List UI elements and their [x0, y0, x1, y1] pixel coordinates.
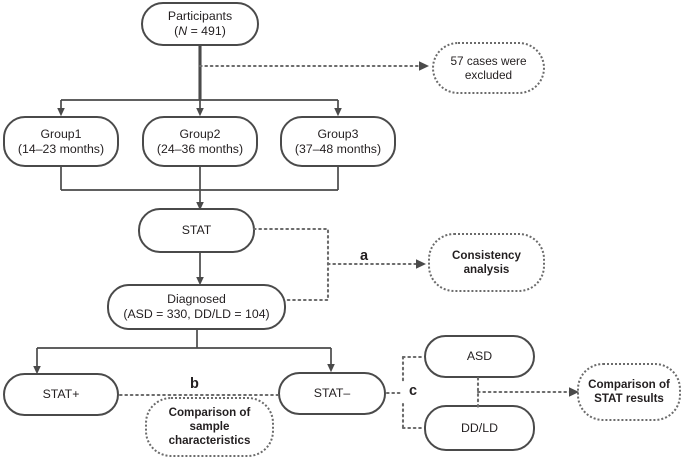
group2-line2: (24–36 months)	[156, 141, 244, 156]
ddld-label: DD/LD	[461, 420, 498, 435]
node-diagnosed[interactable]: Diagnosed (ASD = 330, DD/LD = 104)	[107, 284, 286, 330]
diagnosed-line1: Diagnosed	[167, 292, 226, 306]
node-group1[interactable]: Group1 (14–23 months)	[3, 116, 119, 167]
consistency-line1: Consistency	[452, 248, 521, 262]
node-group2[interactable]: Group2 (24–36 months)	[142, 116, 258, 167]
comparison-sample-line3: characteristics	[168, 434, 251, 447]
comparison-results-line2: STAT results	[594, 392, 664, 405]
node-asd[interactable]: ASD	[424, 335, 535, 378]
stat-plus-label: STAT+	[42, 387, 80, 401]
group2-line1: Group2	[179, 126, 221, 141]
node-stat-minus[interactable]: STAT–	[278, 372, 386, 415]
consistency-line2: analysis	[463, 262, 510, 276]
diagnosed-line2: (ASD = 330, DD/LD = 104)	[123, 307, 270, 321]
excluded-line2: excluded	[464, 68, 513, 82]
node-stat-plus[interactable]: STAT+	[3, 373, 119, 416]
node-excluded[interactable]: 57 cases were excluded	[432, 42, 545, 94]
asd-label: ASD	[466, 349, 493, 363]
panel-label-a: a	[360, 248, 369, 264]
excluded-line1: 57 cases were	[450, 54, 527, 68]
group1-line1: Group1	[40, 126, 82, 141]
panel-label-c: c	[409, 383, 418, 399]
comparison-results-line1: Comparison of	[588, 378, 670, 391]
group1-line2: (14–23 months)	[17, 141, 105, 156]
node-ddld[interactable]: DD/LD	[424, 405, 535, 451]
participants-line1: Participants	[167, 9, 233, 23]
group3-line1: Group3	[317, 126, 359, 141]
node-group3[interactable]: Group3 (37–48 months)	[280, 116, 396, 167]
node-comparison-sample-characteristics[interactable]: Comparison of sample characteristics	[145, 397, 274, 457]
node-consistency-analysis[interactable]: Consistency analysis	[428, 233, 545, 292]
stat-minus-label: STAT–	[313, 386, 351, 400]
comparison-sample-line1: Comparison of	[168, 406, 251, 419]
comparison-sample-line2: sample	[189, 420, 230, 433]
node-participants[interactable]: Participants (N = 491)	[141, 2, 259, 46]
panel-label-b: b	[190, 376, 199, 392]
participants-line2: (N = 491)	[174, 24, 226, 38]
stat-label: STAT	[181, 223, 212, 237]
group3-line2: (37–48 months)	[294, 141, 382, 156]
